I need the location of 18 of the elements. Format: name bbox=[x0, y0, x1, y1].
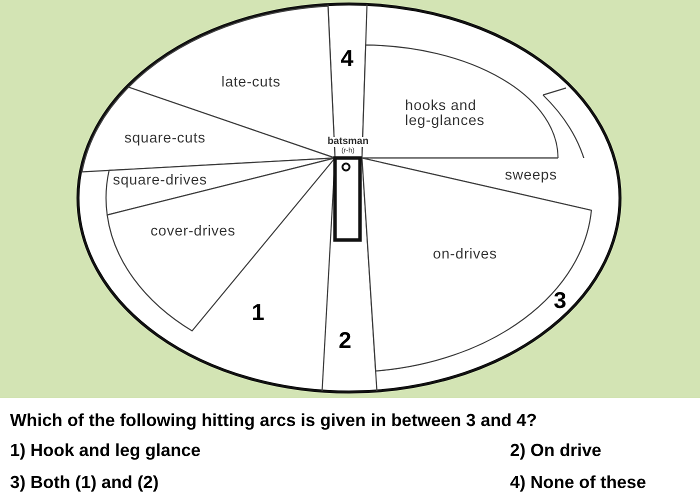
answer-option: 1) Hook and leg glance bbox=[10, 440, 201, 460]
question-text: Which of the following hitting arcs is given in between 3 and 4? bbox=[10, 410, 537, 430]
answer-option: 2) On drive bbox=[510, 440, 602, 460]
sector-label: late-cuts bbox=[221, 76, 281, 90]
sector-label: square-cuts bbox=[124, 132, 206, 146]
region-number: 1 bbox=[252, 300, 264, 324]
sector-label: on-drives bbox=[432, 248, 498, 262]
sector-label: sweeps bbox=[504, 168, 558, 184]
player-label: batsman bbox=[326, 137, 370, 147]
field-sector bbox=[106, 157, 336, 332]
answer-option: 4) None of these bbox=[510, 472, 646, 492]
sector-label: hooks and leg-glances bbox=[405, 99, 486, 129]
sector-label: cover-drives bbox=[150, 224, 236, 240]
region-number: 3 bbox=[554, 288, 566, 312]
sector-label: square-drives bbox=[112, 174, 208, 188]
answer-option: 3) Both (1) and (2) bbox=[10, 472, 159, 492]
region-number: 2 bbox=[338, 328, 352, 352]
region-number: 4 bbox=[340, 46, 354, 70]
